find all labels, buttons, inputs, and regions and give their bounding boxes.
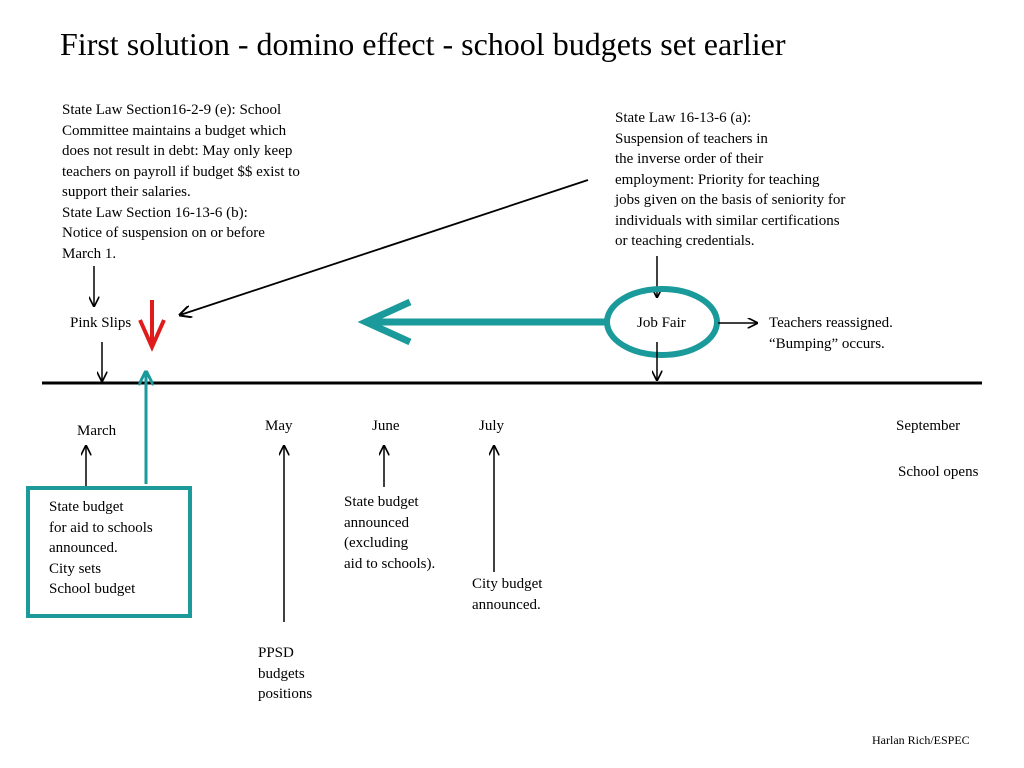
seniority-law-arrow	[180, 179, 589, 315]
month-march: March	[77, 423, 117, 439]
school-opens-label: School opens	[898, 464, 979, 480]
job-fair-label: Job Fair	[637, 315, 686, 331]
job-fair-circle	[604, 286, 720, 358]
state-budget-box-text: State budget for aid to schools announce…	[49, 499, 153, 597]
red-down-arrow	[138, 300, 166, 352]
teachers-reassigned-note: Teachers reassigned. “Bumping” occurs.	[769, 315, 893, 352]
author-credit: Harlan Rich/ESPEC	[872, 733, 970, 747]
pink-slips-label: Pink Slips	[70, 315, 132, 331]
state-law-right-note: State Law 16-13-6 (a): Suspension of tea…	[615, 110, 846, 249]
slide-title: First solution - domino effect - school …	[60, 26, 786, 62]
month-september: September	[896, 418, 961, 434]
june-state-budget-note: State budget announced (excluding aid to…	[344, 494, 436, 572]
state-law-left-note: State Law Section16-2-9 (e): School Comm…	[62, 102, 300, 262]
may-ppsd-note: PPSD budgets positions	[258, 645, 313, 702]
month-may: May	[265, 418, 293, 434]
state-budget-box	[26, 486, 192, 618]
july-city-budget-note: City budget announced.	[472, 576, 543, 613]
month-june: June	[372, 418, 400, 434]
big-teal-left-arrow	[357, 298, 606, 346]
month-july: July	[479, 418, 505, 434]
